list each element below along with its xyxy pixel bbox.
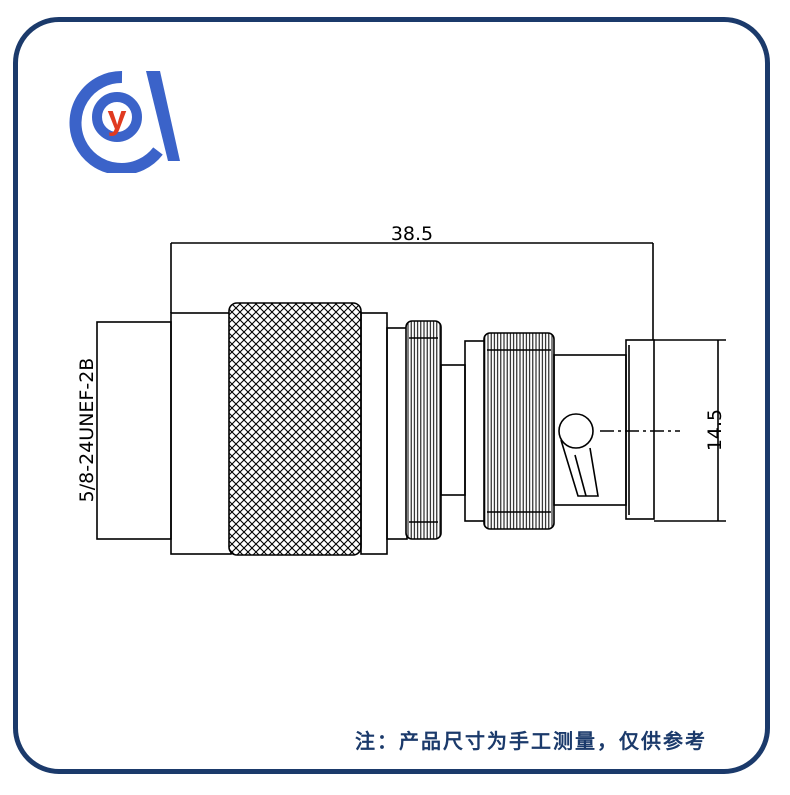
main-body — [170, 312, 232, 555]
frame-card — [13, 17, 770, 774]
logo-letter: y — [108, 99, 127, 137]
logo-inner-circle — [92, 92, 142, 142]
bayonet-slot — [560, 439, 599, 497]
knurled-nut — [228, 302, 362, 556]
brand-logo: y — [69, 70, 180, 173]
dim-thread-label: 5/8-24UNEF-2B — [76, 358, 98, 503]
ribbed-ring — [386, 327, 408, 540]
bnc-lip — [625, 339, 655, 520]
rear-body — [360, 312, 388, 555]
bnc-collar — [464, 340, 487, 522]
dim-length-label: 38.5 — [391, 223, 433, 245]
measurement-note: 注：产品尺寸为手工测量，仅供参考 — [355, 729, 707, 753]
bnc-shell — [483, 332, 555, 530]
ribbed-collar — [405, 320, 442, 540]
bayonet-pin — [558, 413, 594, 449]
dim-diameter-label: 14.5 — [704, 409, 726, 451]
logo-ring — [69, 70, 163, 173]
neck — [440, 364, 466, 496]
thread-body — [96, 321, 172, 540]
bnc-tube — [553, 354, 627, 506]
logo-slash — [146, 71, 180, 161]
